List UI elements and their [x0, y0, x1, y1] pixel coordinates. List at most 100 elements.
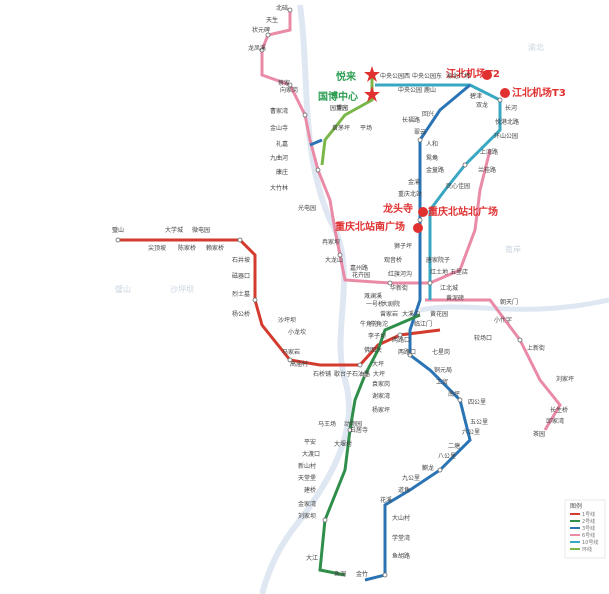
station-label: 磁器口 [232, 272, 250, 280]
station-label: 红土地 [430, 268, 448, 276]
station-label: 北碚 [276, 4, 288, 12]
station-label: 麒龙 [422, 464, 434, 472]
station-label: 四公里 [468, 399, 486, 406]
station-label: 鹿山 [424, 86, 436, 94]
station-label: 佛图关 [364, 346, 382, 354]
station-label: 天生 [266, 16, 278, 24]
station-label: 马家岩 [282, 348, 300, 356]
station-label: 中央公园 [398, 86, 422, 94]
station-label: 环山公园 [494, 132, 518, 140]
station-label: 陈家桥 [178, 244, 196, 252]
station-label: 金渝 [408, 178, 420, 186]
station-label: 李子坝 [368, 332, 386, 340]
station-label: 歇台子 [334, 370, 352, 378]
station-label: 六公里 [462, 428, 480, 436]
station-label: 大坪 [372, 360, 384, 368]
station-label: 大堰村 [334, 440, 352, 448]
station-label: 碧津 [470, 92, 482, 100]
station-label: 马王场 [318, 420, 336, 428]
line-3 [364, 83, 472, 582]
station-label: 小龙坎 [288, 328, 306, 336]
station-label: 状元碑 [252, 26, 270, 34]
legend-item: 6号线 [582, 532, 595, 539]
label-t3: 江北机场T3 [512, 86, 566, 99]
district-shapingba: 沙坪坝 [170, 285, 194, 294]
legend: 图例 1号线 2号线 3号线 6号线 10号线 环线 [564, 499, 606, 559]
station-label: 七星岗 [432, 348, 450, 356]
station-label: 大溪沟 [402, 310, 420, 318]
station-label: 黄泥磅 [446, 294, 464, 302]
label-longtousi: 龙头寺 [382, 202, 413, 215]
station-label: 大剧院 [382, 300, 400, 308]
station-label: 红旗河沟 [388, 270, 412, 278]
station-label: 江北城 [440, 284, 458, 292]
station-label: 渝北广场 [446, 72, 470, 80]
line-6-east [425, 298, 562, 431]
station-label: 溉澜溪 [364, 292, 382, 300]
station-label: 黄花园 [430, 310, 448, 318]
station-label: 牛角沱 [360, 320, 378, 328]
star-guobo [364, 86, 380, 102]
station-label: 一号桥 [366, 300, 384, 308]
station-label: 华新街 [390, 284, 408, 292]
legend-item: 环线 [582, 546, 592, 553]
station-label: 小什字 [494, 316, 512, 324]
station-label: 大龙山 [325, 256, 343, 264]
station-label: 中央公园西 [380, 72, 410, 80]
station-label: 邱家湾 [546, 417, 564, 425]
station-label: 微电园 [192, 226, 210, 234]
station-label: 朝天门 [500, 298, 518, 306]
station-label: 曹家湾 [270, 107, 288, 115]
station-label: 二塘 [448, 442, 460, 450]
station-label: 杨公桥 [232, 310, 250, 318]
station-label: 大江 [306, 554, 318, 562]
legend-title: 图例 [570, 502, 582, 510]
station-label: 牛角沱 [370, 320, 388, 328]
train-icon [418, 207, 428, 217]
station-label: 上新街 [527, 344, 545, 352]
loop-line [320, 70, 374, 166]
legend-item: 10号线 [582, 539, 598, 546]
station-label: 刘家坪 [556, 375, 574, 383]
station-label: 中央公园东 [412, 72, 442, 80]
station-label: 大竹林 [270, 184, 288, 192]
station-label: 平安 [304, 438, 316, 446]
label-guobo: 国博中心 [318, 90, 358, 103]
station-label: 金山寺 [270, 124, 288, 132]
station-label: 园博园 [330, 104, 348, 112]
station-label: 回兴 [422, 110, 434, 118]
station-label: 嘉州路 [350, 264, 368, 272]
station-label: 临江门 [414, 320, 432, 328]
station-label: 民心佳园 [446, 182, 470, 190]
station-label: 长福路 [402, 116, 420, 124]
station-label: 九曲河 [270, 154, 288, 162]
station-label: 金童路 [426, 166, 444, 174]
station-label: 重光 [336, 104, 348, 112]
station-label: 白居寺 [350, 426, 368, 434]
station-label: 长生桥 [550, 406, 568, 414]
loop-line-blue [309, 138, 323, 147]
station-label: 双龙 [476, 101, 488, 109]
station-label: 人和 [426, 140, 438, 148]
district-bishan: 璧山 [115, 284, 131, 294]
station-label: 茶园 [533, 430, 545, 438]
station-label: 两路口 [392, 336, 410, 344]
label-t2: 江北机场T2 [446, 67, 500, 80]
station-label: 金竹 [356, 570, 368, 578]
station-label: 道角 [398, 486, 410, 494]
label-north-south: 重庆北站南广场 [335, 220, 405, 233]
station-label: 璧山 [112, 226, 124, 234]
river-branch [419, 297, 609, 313]
station-label: 鱼胡路 [392, 552, 410, 560]
line-2 [318, 313, 421, 577]
station-label: 龙凤溪 [248, 44, 266, 52]
station-label: 蔡家 [278, 79, 290, 87]
station-label: 黄茅坪 [332, 124, 350, 132]
station-label: 天堂堡 [298, 474, 316, 482]
station-label: 八公里 [438, 453, 456, 460]
station-label: 沙坪坝 [278, 316, 296, 324]
station-label: 五公里 [470, 419, 488, 426]
station-label: 两路口 [398, 348, 416, 356]
station-label: 大山村 [392, 514, 410, 522]
